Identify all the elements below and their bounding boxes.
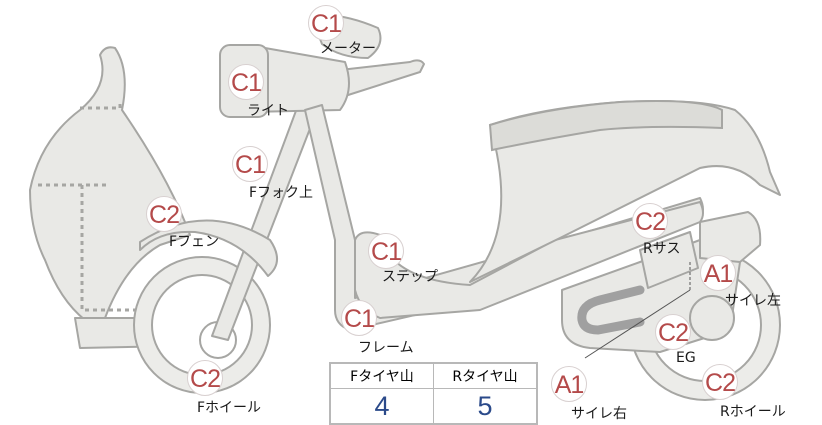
grade-badge-step: C1 bbox=[368, 233, 404, 269]
grade-badge-engine: C2 bbox=[655, 314, 691, 350]
rear-tire-header: Rタイヤ山 bbox=[433, 362, 538, 389]
grade-badge-muffler-left: A1 bbox=[700, 255, 736, 291]
label-ffork: Fフォク上 bbox=[249, 185, 314, 201]
label-muffler-left: サイレ左 bbox=[725, 293, 781, 309]
label-engine: EG bbox=[676, 350, 696, 366]
label-rwheel: Rホイール bbox=[720, 404, 786, 420]
rear-suspension bbox=[639, 231, 699, 289]
exhaust-pipe bbox=[577, 285, 645, 335]
grade-badge-frame: C1 bbox=[341, 300, 377, 336]
front-fender bbox=[139, 219, 278, 277]
grade-badge-fwheel: C2 bbox=[187, 360, 223, 396]
label-frame: フレーム bbox=[358, 340, 414, 356]
leader-line bbox=[584, 289, 691, 359]
label-rsus: Rサス bbox=[643, 241, 681, 257]
label-muffler-right: サイレ右 bbox=[571, 406, 627, 422]
grade-badge-meter: C1 bbox=[308, 5, 344, 41]
front-panel-seam bbox=[38, 100, 140, 312]
muffler bbox=[699, 211, 762, 263]
front-tire-header: Fタイヤ山 bbox=[329, 362, 434, 389]
rear-tire-value: 5 bbox=[433, 388, 538, 425]
grade-badge-light: C1 bbox=[228, 64, 264, 100]
grade-badge-ffork: C1 bbox=[232, 146, 268, 182]
tire-tread-table: Fタイヤ山 Rタイヤ山 4 5 bbox=[329, 362, 538, 425]
front-body-panel bbox=[29, 46, 191, 321]
label-light: ライト bbox=[247, 103, 289, 119]
seat bbox=[488, 100, 723, 152]
front-tire-value: 4 bbox=[329, 388, 434, 425]
label-step: ステップ bbox=[382, 269, 438, 285]
label-fwheel: Fホイール bbox=[197, 400, 262, 416]
grade-badge-muffler-right: A1 bbox=[551, 366, 587, 402]
muffler-cap bbox=[689, 295, 735, 341]
label-meter: メーター bbox=[320, 41, 376, 57]
grade-badge-ffender: C2 bbox=[146, 196, 182, 232]
label-ffender: Fフェン bbox=[169, 234, 220, 250]
grade-badge-rsus: C2 bbox=[632, 203, 668, 239]
grade-badge-rwheel: C2 bbox=[702, 364, 738, 400]
